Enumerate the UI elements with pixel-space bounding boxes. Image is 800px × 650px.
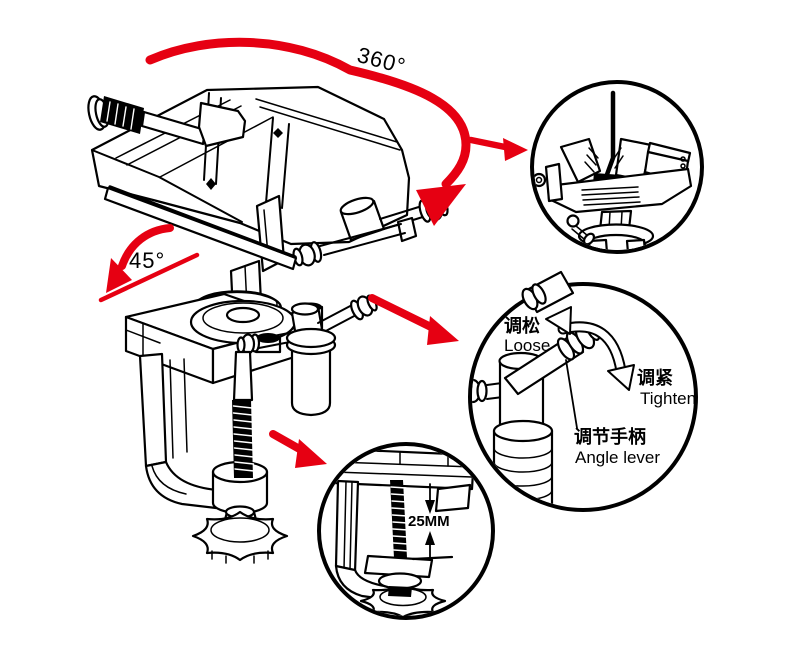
callout-circle-clamp-screw: [317, 442, 495, 620]
tighten-label-zh: 调紧: [637, 368, 673, 388]
rotation-arrow-360: [145, 37, 471, 226]
callout-circle-side-view: [530, 80, 704, 254]
tilt-arrow-45: [98, 224, 200, 303]
clamp-base-illustration: [124, 292, 378, 564]
callout-circle-angle-lever: [468, 270, 698, 512]
loose-tighten-arrow: [545, 306, 635, 391]
callout-arrow-side-view: [467, 136, 528, 161]
callout-arrow-angle-lever: [368, 294, 459, 345]
dimension-25mm: [411, 483, 454, 561]
angle-lever-label-zh: 调节手柄: [574, 427, 646, 447]
tilt-45-label: 45°: [129, 248, 166, 273]
angle-lever-leader-line: [565, 359, 578, 429]
main-vise-illustration: [87, 85, 449, 326]
angle-lever-label-en: Angle lever: [575, 448, 661, 467]
clamp-dimension-label: 25MM: [408, 513, 450, 530]
loose-label-en: Loose: [504, 336, 551, 355]
tighten-label-en: Tighten: [640, 389, 697, 408]
callout-arrow-clamp-screw: [269, 430, 327, 468]
loose-label-zh: 调松: [504, 316, 540, 336]
